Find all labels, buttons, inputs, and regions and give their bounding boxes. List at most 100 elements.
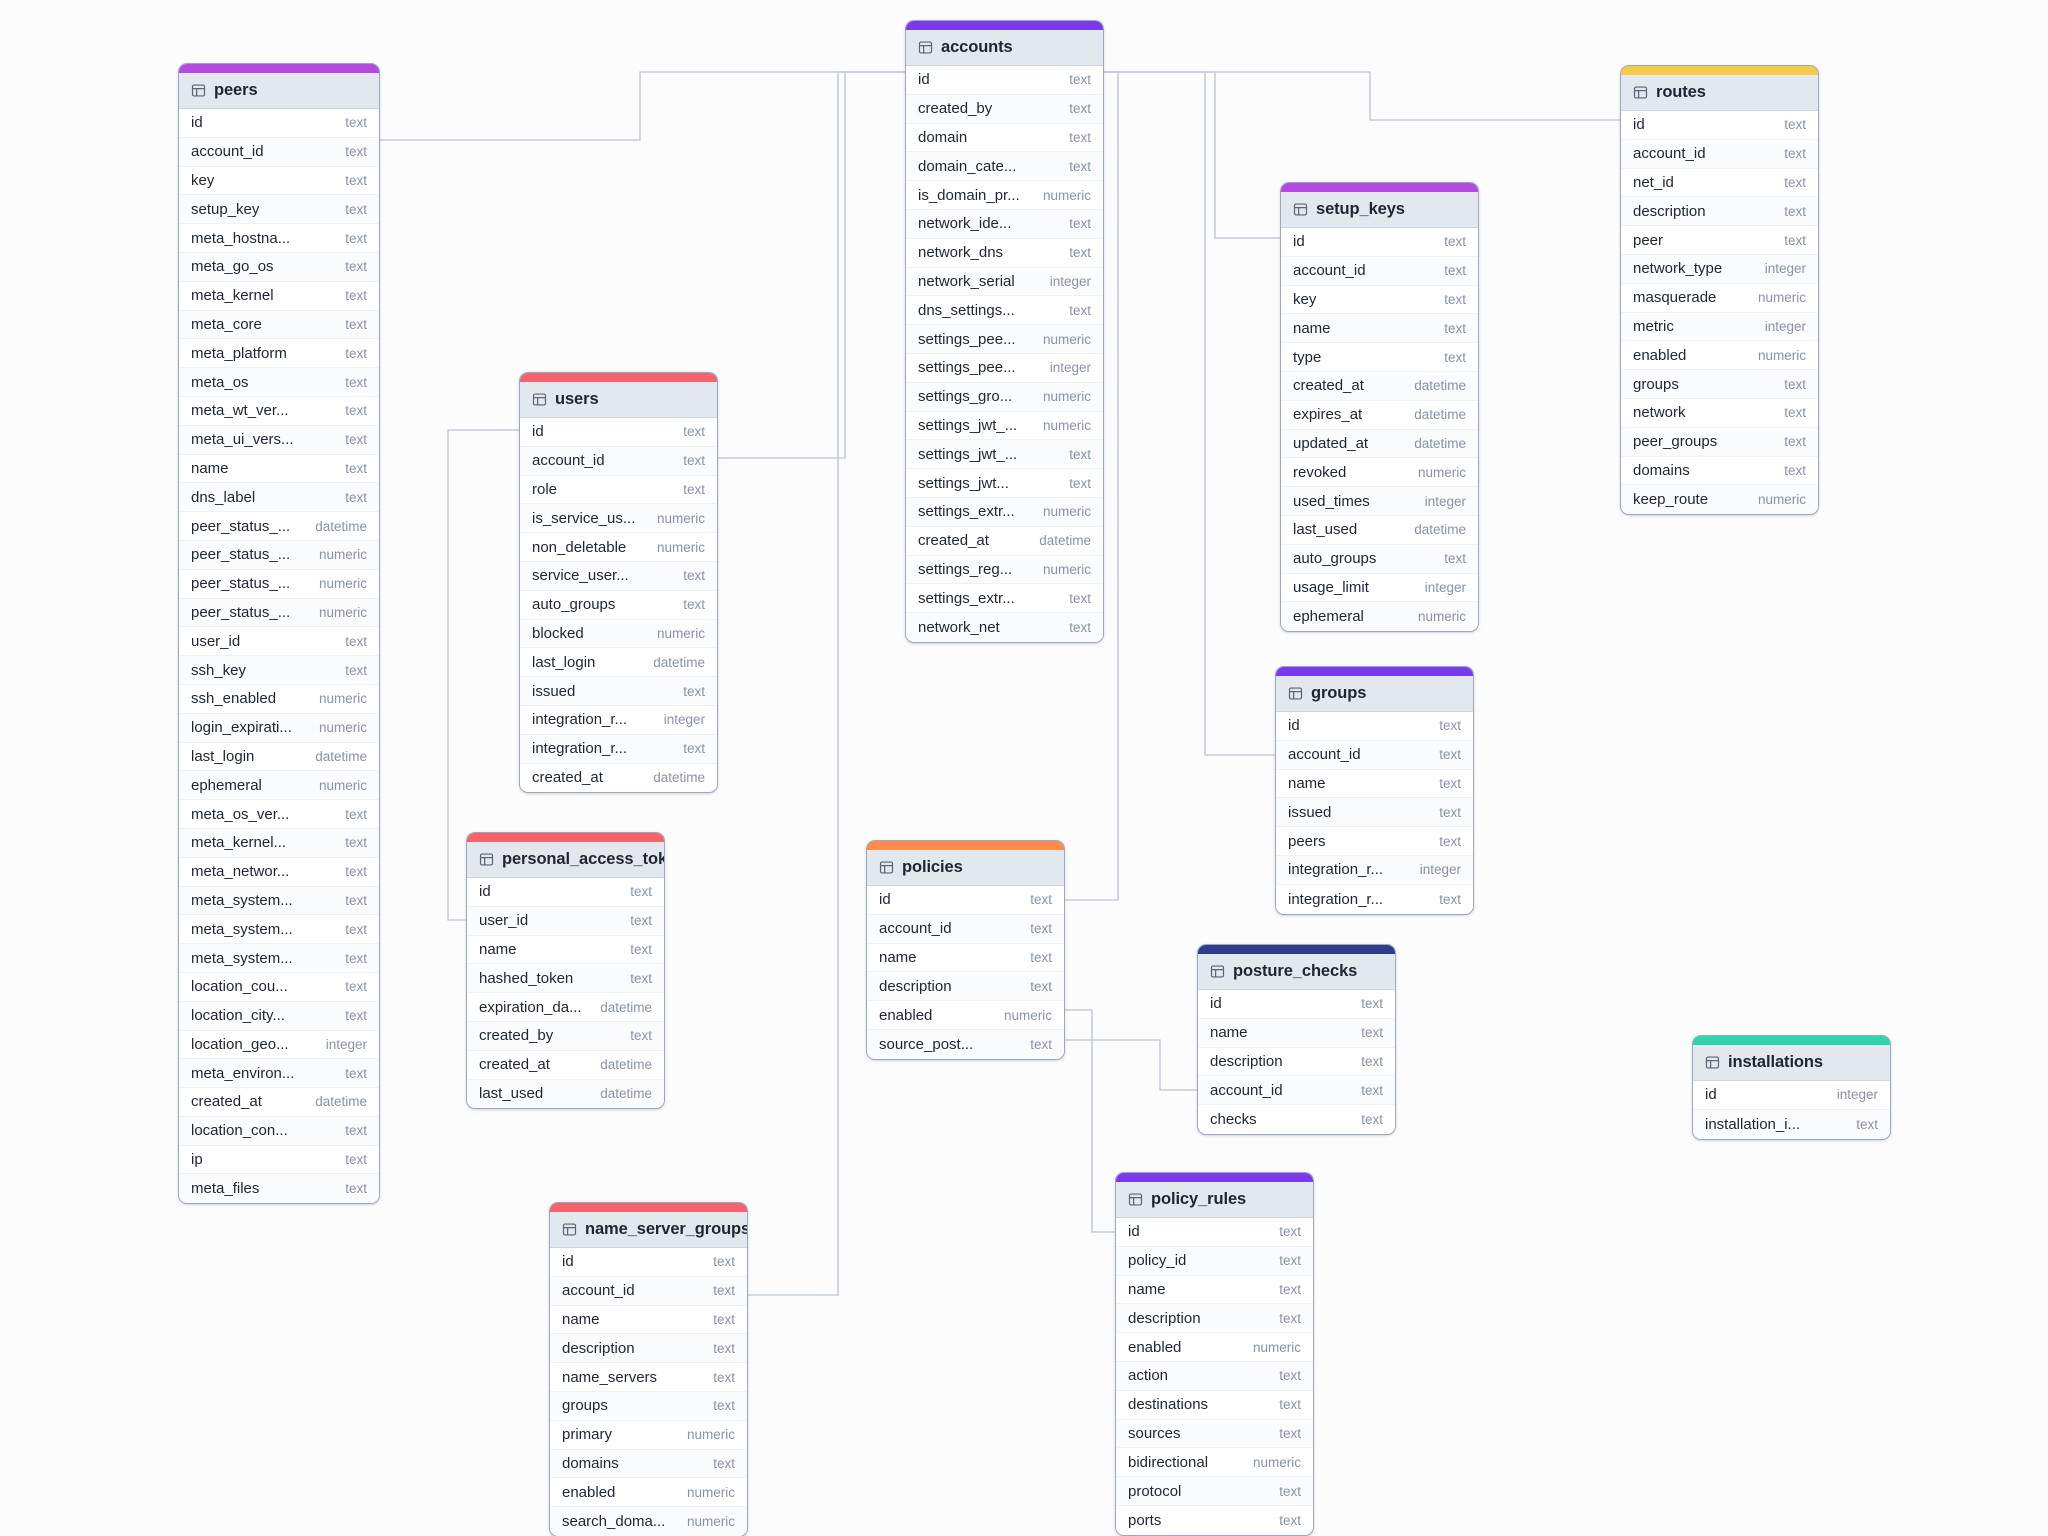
table-column-row[interactable]: settings_jwt_...numeric [906, 411, 1103, 441]
table-header[interactable]: policy_rules [1116, 1182, 1313, 1218]
table-column-row[interactable]: meta_system...text [179, 915, 379, 945]
table-column-row[interactable]: meta_hostna...text [179, 224, 379, 253]
table-header[interactable]: policies [867, 850, 1064, 886]
table-column-row[interactable]: settings_pee...integer [906, 353, 1103, 383]
table-column-row[interactable]: dns_settings...text [906, 296, 1103, 326]
table-column-row[interactable]: settings_pee...numeric [906, 325, 1103, 354]
table-header[interactable]: routes [1621, 75, 1818, 111]
table-column-row[interactable]: is_service_us...numeric [520, 504, 717, 534]
table-column-row[interactable]: login_expirati...numeric [179, 713, 379, 743]
table-header[interactable]: name_server_groups [550, 1212, 747, 1248]
table-column-row[interactable]: settings_jwt_...text [906, 440, 1103, 470]
table-column-row[interactable]: meta_system...text [179, 944, 379, 973]
table-column-row[interactable]: location_city...text [179, 1001, 379, 1031]
table-header[interactable]: groups [1276, 676, 1473, 712]
table-header[interactable]: posture_checks [1198, 954, 1395, 990]
table-column-row[interactable]: peer_status_...numeric [179, 598, 379, 628]
table-column-row[interactable]: source_post...text [867, 1029, 1064, 1059]
table-column-row[interactable]: meta_ui_vers...text [179, 425, 379, 455]
table-column-row[interactable]: meta_environ...text [179, 1059, 379, 1089]
table-column-row[interactable]: meta_kernel...text [179, 828, 379, 858]
table-column-row[interactable]: settings_gro...numeric [906, 382, 1103, 412]
table-column-row[interactable]: location_cou...text [179, 972, 379, 1002]
table-column-row[interactable]: meta_system...text [179, 886, 379, 916]
table-column-row[interactable]: settings_jwt...text [906, 469, 1103, 498]
table-column-row[interactable]: meta_os_ver...text [179, 800, 379, 829]
table-node-personal_access_tokens[interactable]: personal_access_tokensidtextuser_idtextn… [466, 832, 665, 1110]
table-column-row[interactable]: integration_r...integer [520, 705, 717, 735]
table-header[interactable]: installations [1693, 1045, 1890, 1081]
table-column-row[interactable]: meta_networ...text [179, 857, 379, 887]
table-column-row[interactable]: location_con...text [179, 1116, 379, 1146]
table-column-row[interactable]: network_ide...text [906, 209, 1103, 239]
table-column-row[interactable]: location_geo...integer [179, 1030, 379, 1060]
table-header[interactable]: setup_keys [1281, 192, 1478, 228]
